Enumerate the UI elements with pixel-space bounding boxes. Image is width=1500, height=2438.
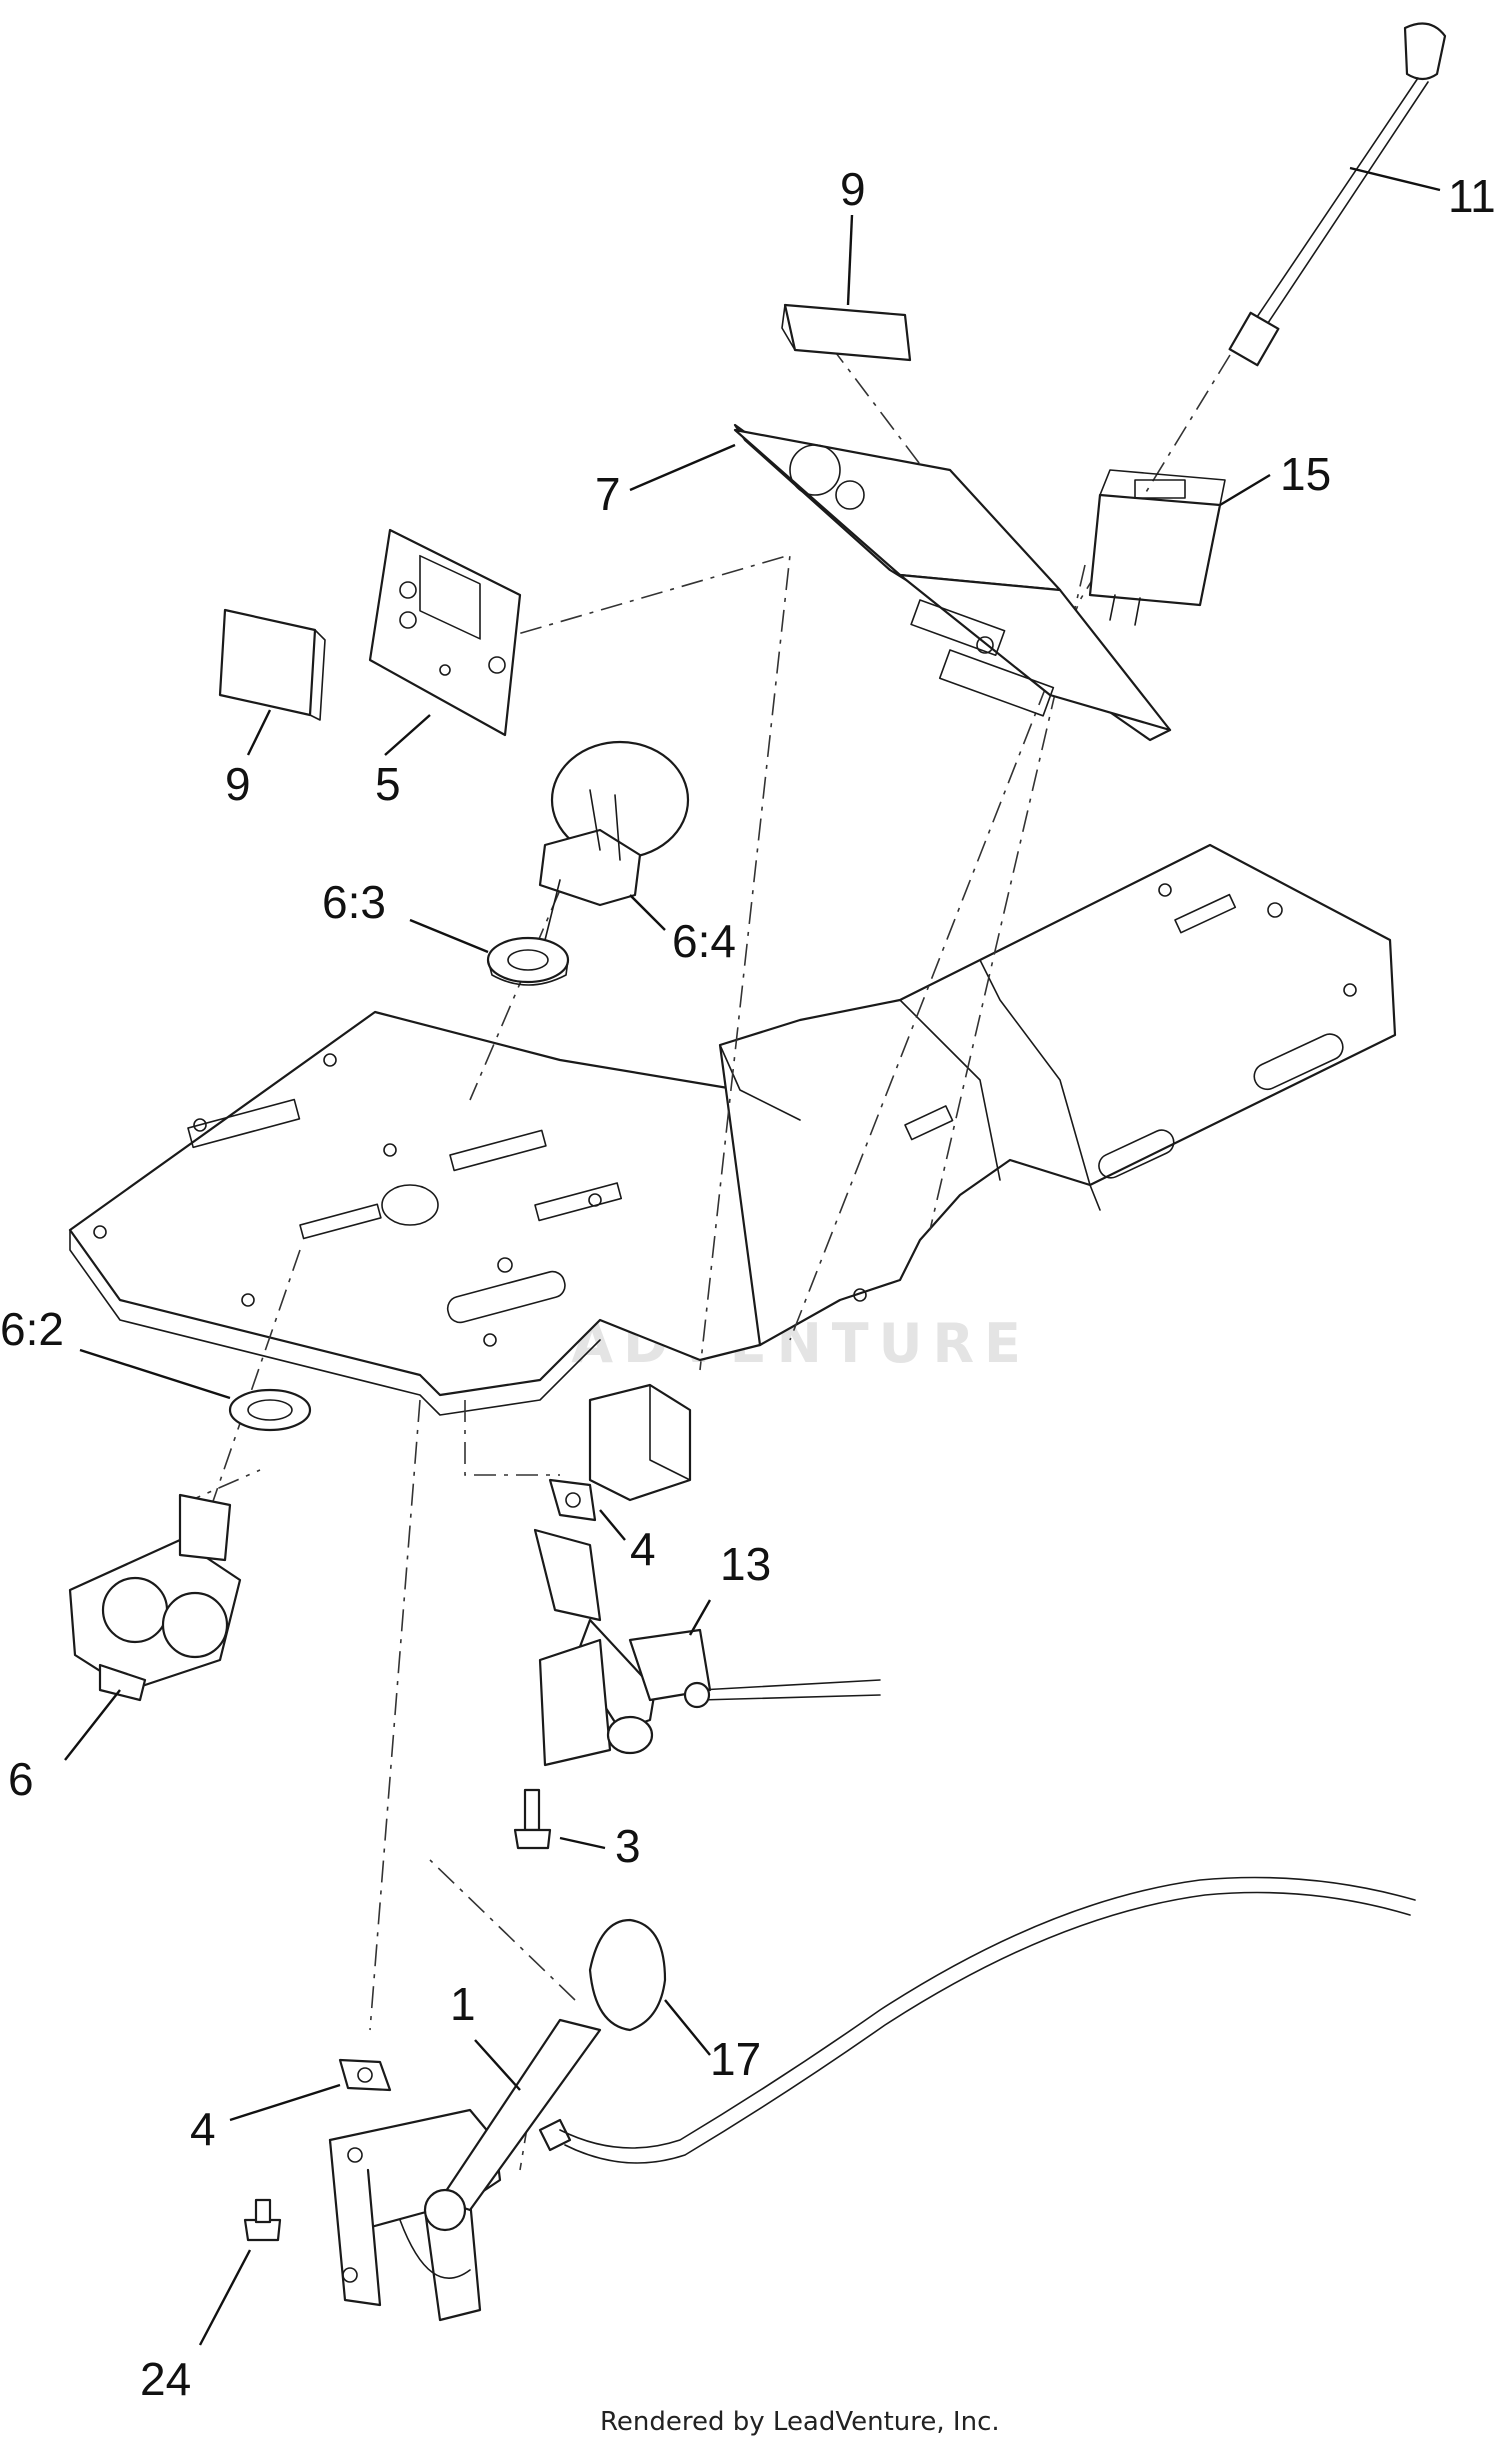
washer-part-6-2: [228, 1388, 312, 1432]
leader-lines: [64, 166, 1441, 2346]
panel-plate-part-7: [733, 423, 1172, 742]
callout-7: 7: [595, 468, 621, 520]
wire-lead-part-11: [1228, 22, 1447, 367]
knob-part-6-4: [538, 740, 690, 961]
callout-9-top: 9: [840, 163, 866, 215]
callout-4-low: 4: [190, 2103, 216, 2155]
sensor-block: [588, 1383, 692, 1502]
clip-nut-part-4-low: [338, 2058, 392, 2092]
callout-4-mid: 4: [630, 1523, 656, 1575]
clip-nut-part-4-mid: [548, 1478, 597, 1522]
mounting-plate: [68, 1010, 872, 1416]
callout-6: 6: [8, 1753, 34, 1805]
bracket-part-13: [533, 1528, 881, 1767]
callout-24: 24: [140, 2353, 191, 2405]
switch-part-15: [1088, 469, 1226, 626]
callout-9-left: 9: [225, 758, 251, 810]
callout-6-4: 6:4: [672, 915, 736, 967]
assembly-lines: [179, 344, 1231, 2171]
bolt-part-24: [243, 2198, 282, 2242]
callouts: 9 11 15 7 9 5 6:3 6:4 6:2 4 13 6 3 1 17 …: [0, 163, 1496, 2405]
chassis-frame: [718, 843, 1397, 1347]
footer-credit: Rendered by LeadVenture, Inc.: [600, 2407, 1000, 2437]
callout-6-3: 6:3: [322, 876, 386, 928]
callout-1: 1: [450, 1978, 476, 2030]
key-switch-part-6: [68, 1493, 242, 1702]
shift-knob-part-17: [588, 1918, 667, 2032]
callout-17: 17: [710, 2033, 761, 2085]
label-plate-part-5: [368, 528, 522, 737]
shift-lever-part-1: [328, 1876, 1416, 2322]
plug-part-9-top: [781, 303, 912, 362]
bolt-part-3: [513, 1788, 552, 1850]
plug-part-9-left: [218, 608, 326, 721]
callout-13: 13: [720, 1538, 771, 1590]
callout-3: 3: [615, 1820, 641, 1872]
callout-6-2: 6:2: [0, 1303, 64, 1355]
callout-15: 15: [1280, 448, 1331, 500]
nut-part-6-3: [486, 936, 570, 986]
callout-5: 5: [375, 758, 401, 810]
callout-11: 11: [1448, 170, 1496, 222]
